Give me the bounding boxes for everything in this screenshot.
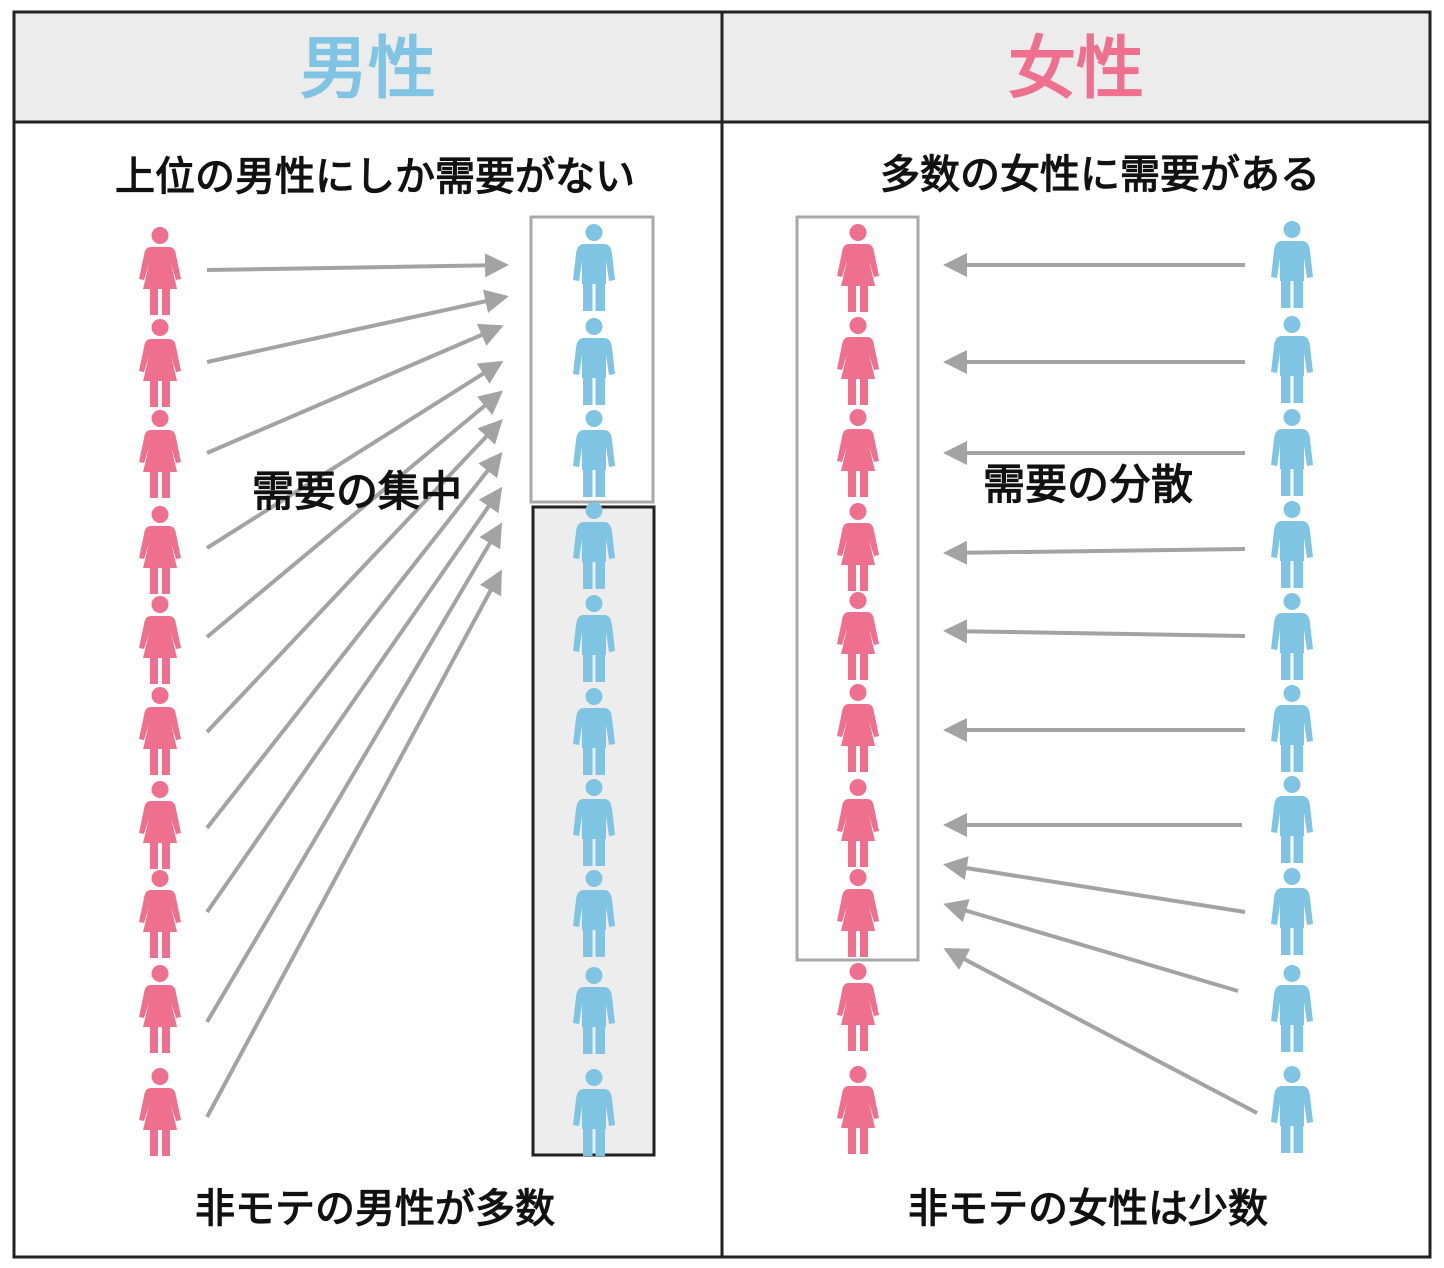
right-man-figure-10 — [1271, 1066, 1313, 1153]
left-man-figure-4 — [573, 502, 615, 589]
left-woman-figure-3 — [139, 410, 181, 498]
left-arrow-5 — [205, 390, 504, 639]
left-woman-figure-9 — [139, 965, 181, 1053]
right-arrow-5 — [943, 619, 1246, 644]
right-woman-figure-8 — [837, 869, 879, 957]
left-man-figure-2 — [573, 318, 615, 405]
left-arrow-10 — [205, 569, 502, 1118]
left-subtitle: 上位の男性にしか需要がない — [115, 154, 635, 200]
right-man-figure-5 — [1271, 593, 1313, 680]
left-man-figure-8 — [573, 870, 615, 957]
right-woman-figure-1 — [837, 224, 879, 312]
right-woman-figure-10 — [837, 1066, 879, 1154]
left-arrow-2 — [206, 289, 509, 364]
right-header: 女性 — [1008, 30, 1144, 109]
left-arrow-1 — [206, 253, 509, 278]
right-woman-figure-4 — [837, 503, 879, 591]
left-arrow-7 — [205, 451, 503, 830]
left-man-figure-3 — [573, 410, 615, 497]
left-man-figure-10 — [573, 1069, 615, 1156]
left-woman-figure-2 — [139, 319, 181, 407]
right-man-figure-6 — [1271, 685, 1313, 772]
left-woman-figure-7 — [139, 781, 181, 869]
right-man-figure-3 — [1271, 409, 1313, 496]
left-arrow-6 — [205, 419, 503, 734]
left-man-figure-9 — [573, 967, 615, 1054]
right-man-figure-4 — [1271, 501, 1313, 588]
right-arrow-4 — [943, 540, 1246, 565]
right-woman-figure-3 — [837, 409, 879, 497]
right-arrow-10 — [943, 948, 1258, 1115]
right-woman-figure-7 — [837, 779, 879, 867]
right-woman-figure-9 — [837, 963, 879, 1051]
right-arrow-9 — [943, 899, 1239, 993]
right-center-label: 需要の分散 — [983, 460, 1193, 509]
arrows-layer — [205, 253, 1258, 1118]
left-arrow-9 — [205, 522, 503, 1024]
left-woman-figure-1 — [139, 227, 181, 315]
right-subtitle: 多数の女性に需要がある — [880, 152, 1320, 198]
right-man-figure-7 — [1271, 776, 1313, 863]
right-group-box — [795, 215, 920, 962]
left-man-figure-6 — [573, 688, 615, 775]
left-man-figure-7 — [573, 779, 615, 866]
left-man-figure-5 — [573, 595, 615, 682]
left-header: 男性 — [300, 30, 436, 109]
left-arrow-4 — [205, 360, 504, 550]
left-man-figure-1 — [573, 224, 615, 311]
right-man-figure-1 — [1271, 221, 1313, 308]
right-bottom-caption: 非モテの女性は少数 — [908, 1186, 1268, 1232]
left-woman-figure-6 — [139, 687, 181, 775]
left-woman-figure-8 — [139, 870, 181, 958]
right-woman-figure-6 — [837, 684, 879, 772]
left-center-label: 需要の集中 — [252, 467, 462, 516]
left-arrow-3 — [206, 323, 504, 455]
left-arrow-8 — [205, 486, 503, 914]
left-bottom-caption: 非モテの男性が多数 — [195, 1186, 555, 1232]
right-arrow-8 — [943, 856, 1246, 914]
right-woman-figure-2 — [837, 317, 879, 405]
right-woman-figure-5 — [837, 592, 879, 680]
right-man-figure-2 — [1271, 316, 1313, 403]
right-man-figure-9 — [1271, 965, 1313, 1052]
left-woman-figure-5 — [139, 596, 181, 684]
left-woman-figure-4 — [139, 506, 181, 594]
figures-layer — [139, 221, 1313, 1156]
right-man-figure-8 — [1271, 868, 1313, 955]
left-woman-figure-10 — [139, 1068, 181, 1156]
